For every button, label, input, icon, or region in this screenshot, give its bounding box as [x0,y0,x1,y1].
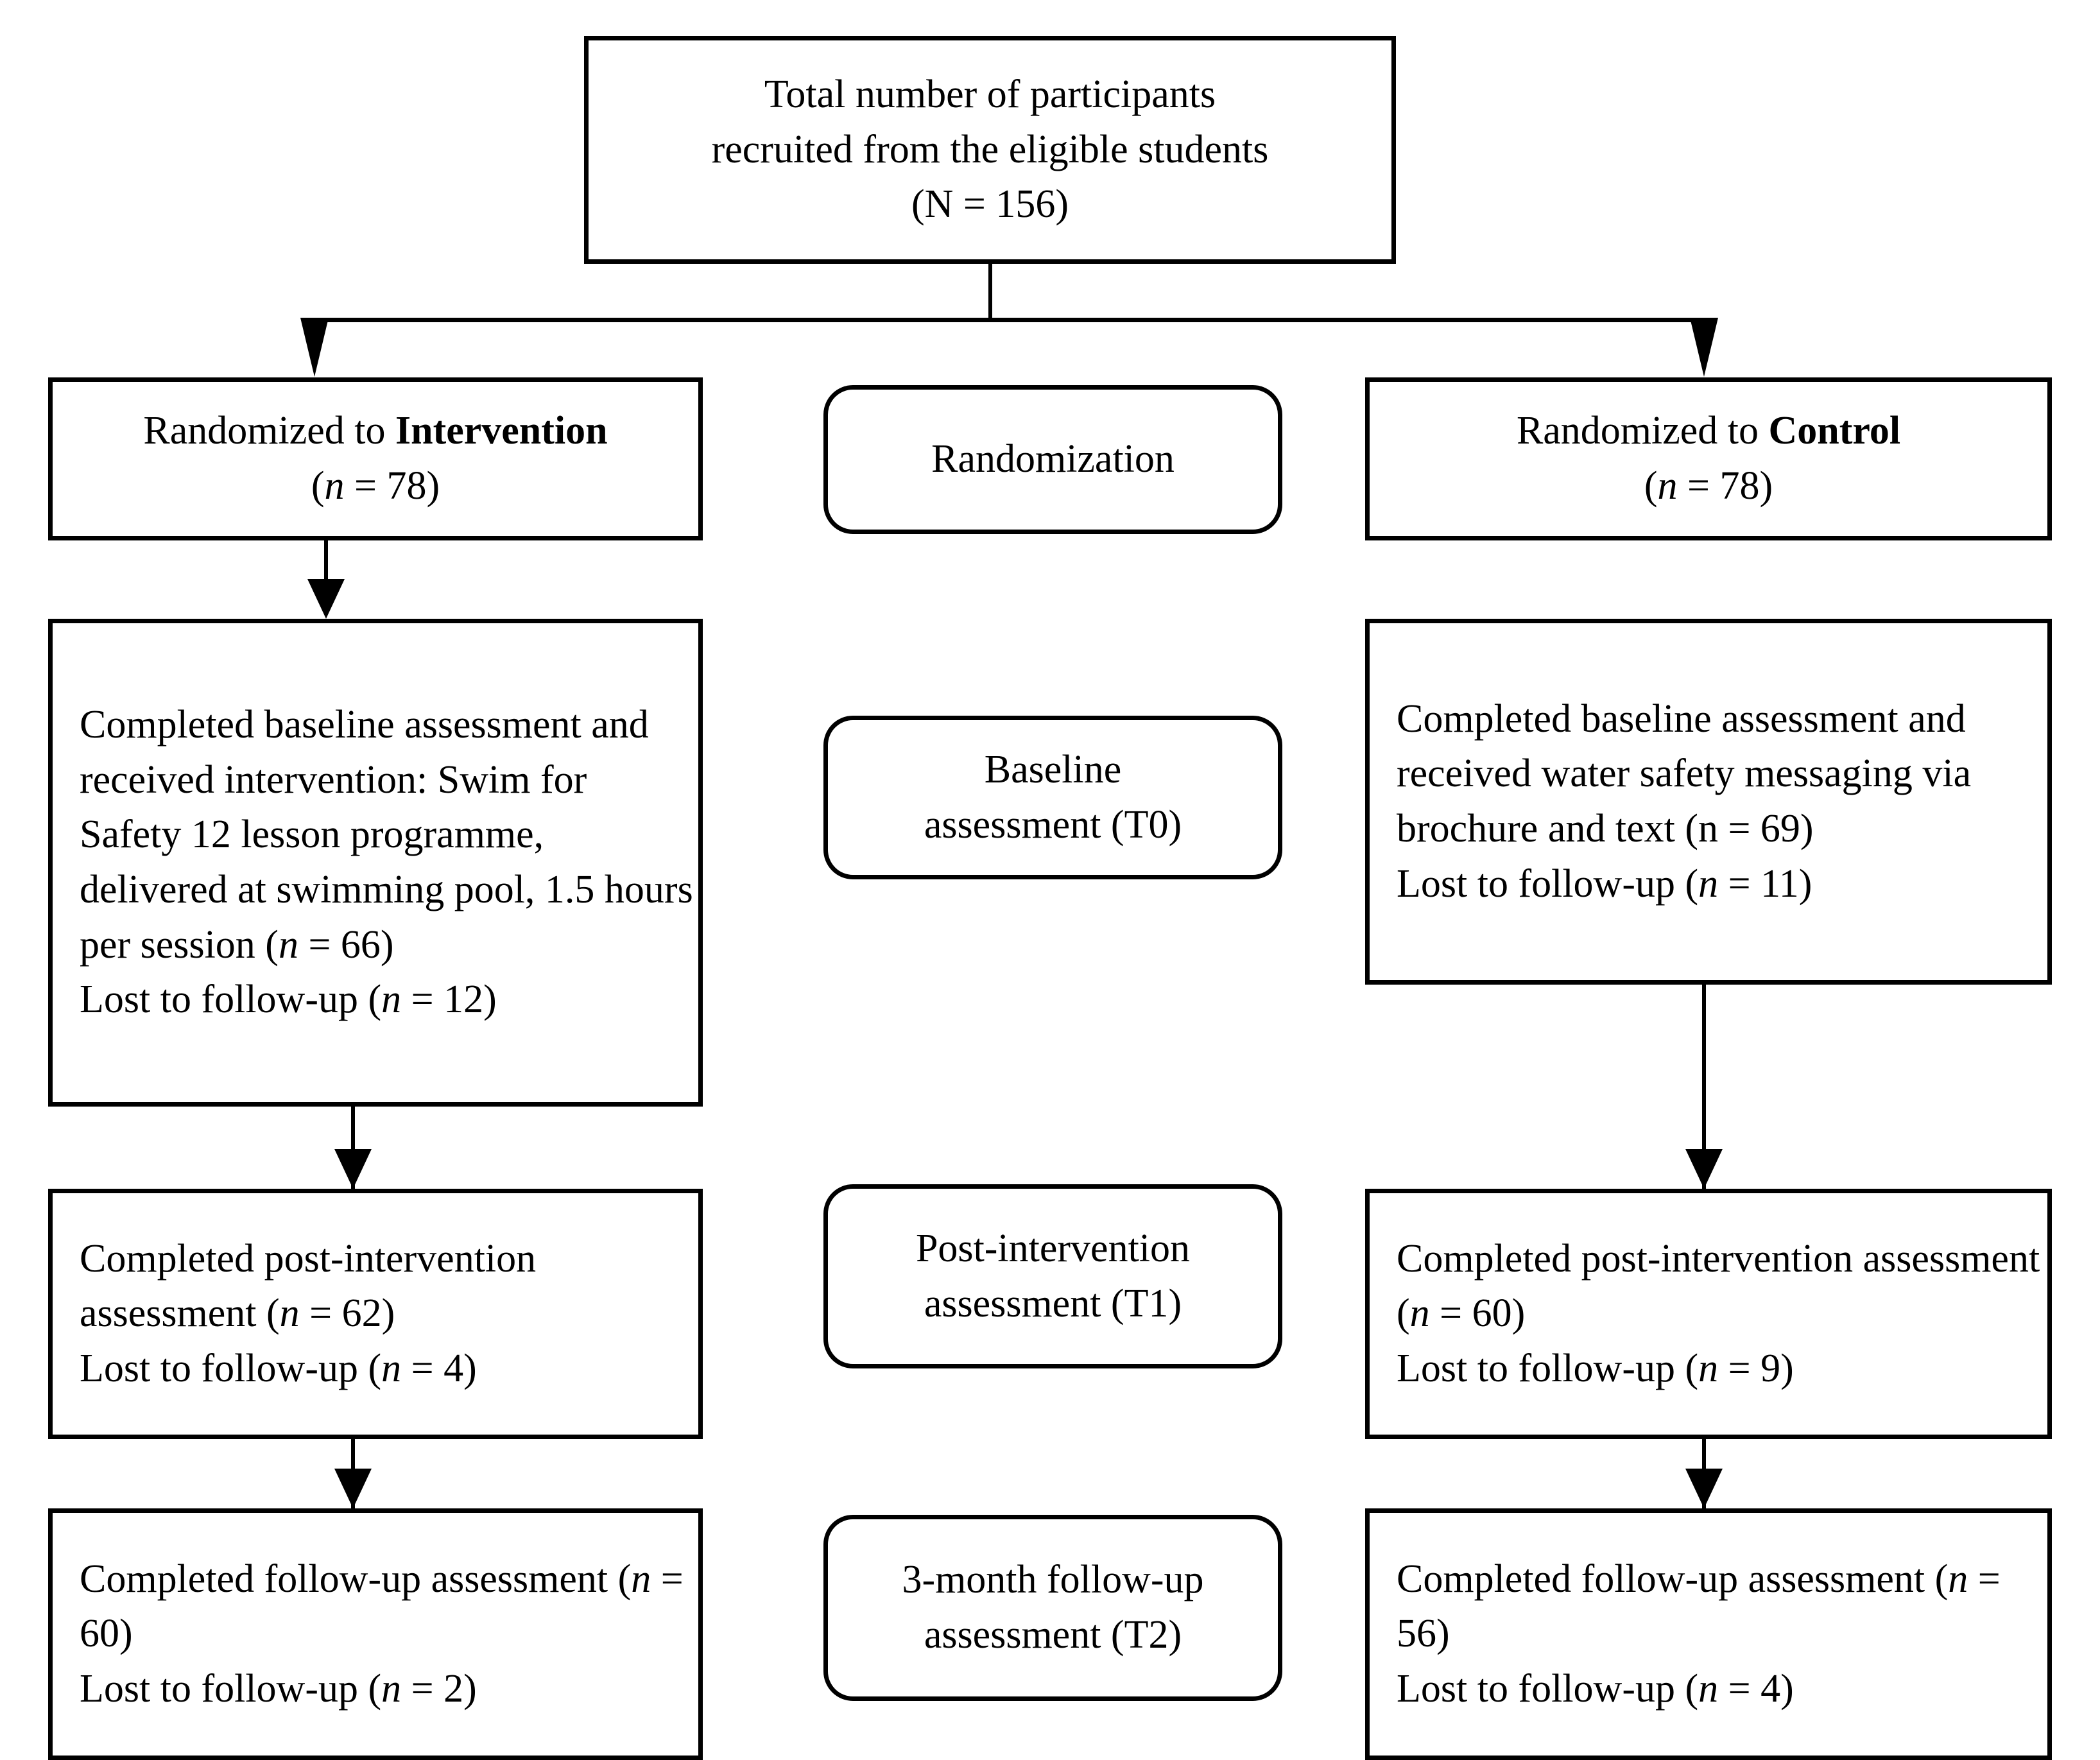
left-baseline-lost: Lost to follow-up (n = 12) [53,972,698,1028]
left-followup-body: Completed follow-up assessment (n = 60) [53,1552,698,1662]
node-left-post: Completed post-intervention assessment (… [48,1189,703,1439]
n-value: = 2) [401,1666,477,1711]
node-stage-post: Post-intervention assessment (T1) [823,1184,1282,1368]
n-value: = 11) [1718,861,1812,906]
right-baseline-lost: Lost to follow-up (n = 11) [1370,857,2047,912]
n-symbol: n [1698,861,1719,906]
stage-followup-label-2: assessment (T2) [924,1613,1182,1657]
n-symbol: n [279,1291,300,1336]
lost-prefix: Lost to follow-up ( [80,1666,382,1711]
n-value: = 62) [299,1291,395,1336]
connector-root-stem [988,264,992,320]
lost-prefix: Lost to follow-up ( [1397,1666,1699,1711]
lost-prefix: Lost to follow-up ( [1397,861,1699,906]
n-value: = 60) [1429,1291,1526,1336]
n-symbol: n [278,922,298,967]
connector-left-rand-to-baseline [324,540,328,589]
randomized-intervention-line-2: (n = 78) [53,459,698,514]
left-post-lost: Lost to follow-up (n = 4) [53,1342,698,1397]
n-symbol: n [381,978,402,1022]
left-post-text: Completed post-intervention assessment ( [80,1236,537,1336]
total-recruited-line-3: (N = 156) [911,182,1069,227]
node-stage-randomization: Randomization [823,385,1282,534]
paren-open: ( [311,464,325,508]
total-recruited-line-1: Total number of participants [764,73,1216,117]
n-symbol: n [324,464,345,508]
arrowhead-right-baseline-to-post [1685,1149,1723,1189]
arrowhead-left-rand-to-baseline [307,579,345,619]
right-followup-lost: Lost to follow-up (n = 4) [1370,1662,2047,1717]
node-right-followup: Completed follow-up assessment (n = 56) … [1365,1508,2052,1760]
node-stage-baseline: Baseline assessment (T0) [823,716,1282,879]
node-left-baseline: Completed baseline assessment and receiv… [48,619,703,1107]
randomized-control-line-1: Randomized to Control [1370,404,2047,459]
right-followup-body: Completed follow-up assessment (n = 56) [1370,1552,2047,1662]
randomized-intervention-arm: Intervention [395,409,608,453]
randomized-control-prefix: Randomized to [1516,409,1769,453]
n-value: = 4) [401,1346,477,1390]
connector-root-bar [313,318,1705,322]
randomized-intervention-line-1: Randomized to Intervention [53,404,698,459]
node-left-followup: Completed follow-up assessment (n = 60) … [48,1508,703,1760]
right-post-text: Completed post-intervention assessment ( [1397,1236,2040,1336]
arrowhead-right-post-to-followup [1685,1469,1723,1508]
lost-prefix: Lost to follow-up ( [80,978,382,1022]
paren-open: ( [1644,464,1658,508]
left-followup-lost: Lost to follow-up (n = 2) [53,1662,698,1717]
n-value: = 60) [80,1557,684,1656]
left-baseline-body: Completed baseline assessment and receiv… [53,698,698,972]
lost-prefix: Lost to follow-up ( [80,1346,382,1390]
stage-followup-label-1: 3-month follow-up [902,1558,1204,1602]
right-post-body: Completed post-intervention assessment (… [1370,1232,2047,1342]
arrowhead-root-to-left [300,318,329,377]
node-randomized-control: Randomized to Control (n = 78) [1365,377,2052,540]
randomized-control-arm: Control [1768,409,1901,453]
left-baseline-text: Completed baseline assessment and receiv… [80,703,693,967]
n-symbol: n [631,1557,651,1601]
randomized-intervention-prefix: Randomized to [143,409,395,453]
n-symbol: n [1409,1291,1430,1336]
left-post-body: Completed post-intervention assessment (… [53,1232,698,1342]
stage-randomization-label: Randomization [931,437,1175,481]
arrowhead-root-to-right [1690,318,1718,377]
node-randomized-intervention: Randomized to Intervention (n = 78) [48,377,703,540]
connector-right-baseline-to-post [1702,985,1706,1190]
n-value: = 12) [401,978,497,1022]
left-followup-text: Completed follow-up assessment ( [80,1557,632,1601]
node-right-baseline: Completed baseline assessment and receiv… [1365,619,2052,985]
n-symbol: n [1698,1666,1719,1711]
node-total-recruited: Total number of participants recruited f… [584,36,1396,264]
lost-prefix: Lost to follow-up ( [1397,1346,1699,1390]
node-stage-followup: 3-month follow-up assessment (T2) [823,1515,1282,1701]
n-symbol: n [1948,1557,1968,1601]
right-post-lost: Lost to follow-up (n = 9) [1370,1342,2047,1397]
stage-post-label-1: Post-intervention [915,1226,1191,1270]
n-value: = 78) [344,464,440,508]
stage-baseline-label-2: assessment (T0) [924,802,1182,847]
n-symbol: n [381,1346,402,1390]
n-value: = 56) [1397,1557,2001,1656]
stage-baseline-label-1: Baseline [984,747,1122,791]
randomized-control-line-2: (n = 78) [1370,459,2047,514]
n-value: = 78) [1677,464,1773,508]
n-value: = 66) [298,922,394,967]
right-followup-text: Completed follow-up assessment ( [1397,1557,1949,1601]
stage-post-label-2: assessment (T1) [924,1281,1182,1325]
n-symbol: n [1657,464,1678,508]
n-value: = 4) [1718,1666,1794,1711]
n-symbol: n [381,1666,402,1711]
node-right-post: Completed post-intervention assessment (… [1365,1189,2052,1439]
right-baseline-body: Completed baseline assessment and receiv… [1397,696,1972,850]
arrowhead-left-baseline-to-post [334,1149,372,1189]
connector-left-baseline-to-post [351,1107,355,1190]
total-recruited-line-2: recruited from the eligible students [711,127,1269,171]
n-symbol: n [1698,1346,1719,1390]
n-value: = 9) [1718,1346,1794,1390]
arrowhead-left-post-to-followup [334,1469,372,1508]
